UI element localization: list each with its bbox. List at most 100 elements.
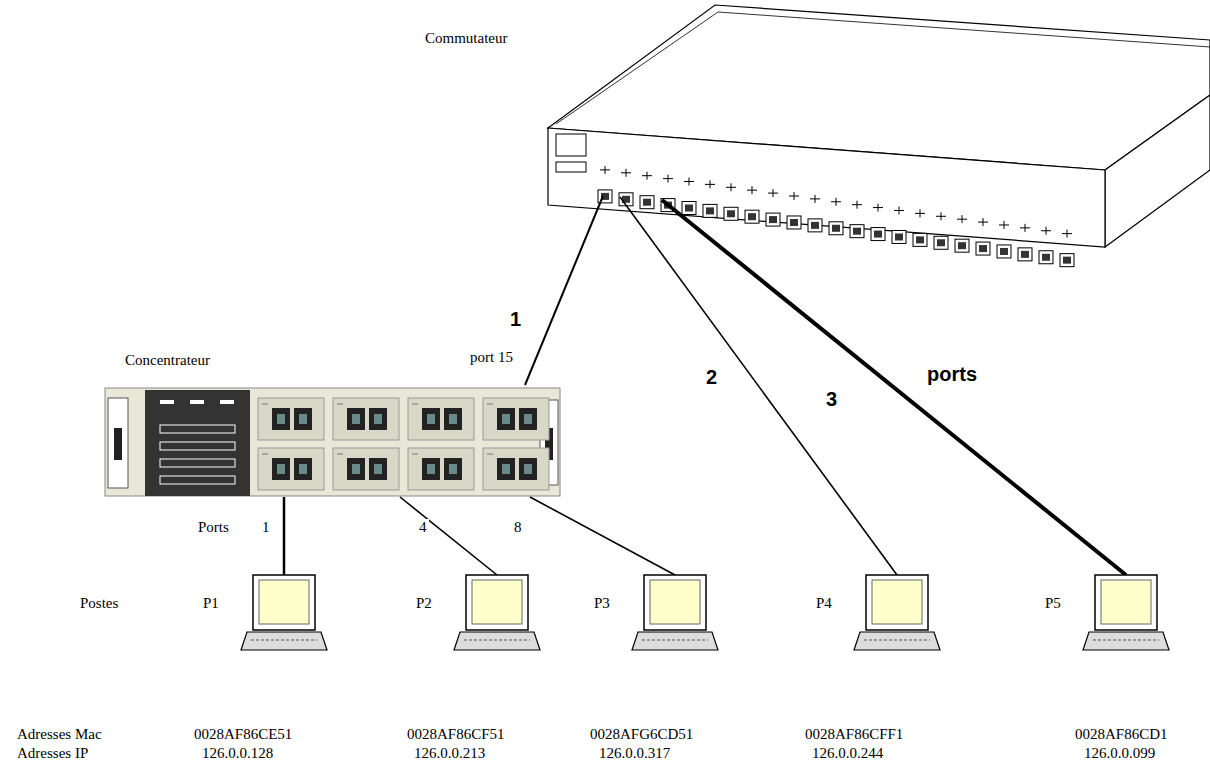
switch-port: [1042, 254, 1050, 261]
ip-address: 126.0.0.244: [810, 745, 885, 762]
mac-address: 0028AF86CFF1: [803, 726, 905, 743]
workstation: P1: [203, 570, 328, 655]
switch-port: [853, 228, 861, 235]
screen-frame: [253, 575, 315, 630]
hub-port: [333, 398, 399, 440]
hub-port: [294, 408, 312, 430]
switch-port: [937, 239, 945, 246]
hub-slot: [160, 459, 235, 467]
hub-port: [408, 398, 474, 440]
port-number: 1: [260, 519, 272, 536]
keyboard-keys: [1093, 640, 1159, 641]
hub-port: [262, 454, 268, 455]
hub-led: [160, 400, 174, 404]
hub-port: [444, 408, 462, 430]
switch-port: [1060, 254, 1074, 267]
hub-port: [374, 464, 382, 474]
switch-port: [748, 213, 756, 220]
hub-led: [190, 400, 204, 404]
workstation: P5: [1045, 570, 1170, 655]
switch-led: [794, 192, 795, 200]
hub-port: [422, 458, 440, 480]
screen: [472, 580, 522, 624]
mac-address: 0028AF86CE51: [192, 726, 294, 743]
hub-port: [487, 404, 493, 405]
hub-port: [449, 464, 457, 474]
computer-icon: [594, 570, 719, 655]
device-label: Commutateur: [425, 30, 508, 47]
keyboard-base: [454, 632, 540, 650]
ip-address: 126.0.0.099: [1082, 745, 1157, 762]
switch-led: [920, 209, 921, 217]
hub-device: Concentrateur: [105, 385, 565, 497]
network-cable: [530, 497, 675, 575]
hub-port: [483, 448, 549, 490]
ip-address: 126.0.0.128: [200, 745, 275, 762]
switch-led: [731, 183, 732, 191]
switch-port: [745, 210, 759, 223]
hub-port: [412, 404, 418, 405]
switch-badge: [556, 134, 586, 156]
workstation: P3: [594, 570, 719, 655]
switch-ports: [598, 166, 1074, 267]
switch-badge: [556, 162, 586, 172]
hub-slot: [160, 425, 235, 433]
mac-address: 0028AFG6CD51: [588, 726, 695, 743]
hub-port: [299, 414, 307, 424]
port-number: 1: [508, 308, 523, 331]
switch-led: [1025, 224, 1026, 232]
hub-port: [444, 458, 462, 480]
switch-led: [899, 206, 900, 214]
switch-device: Commutateur: [548, 128, 1105, 248]
switch-port: [979, 245, 987, 252]
hub-port: [347, 408, 365, 430]
hub-panel: [145, 390, 250, 496]
switch-port: [829, 222, 843, 235]
switch-port: [874, 231, 882, 238]
screen-frame: [866, 575, 928, 630]
hub-port: [337, 404, 343, 405]
hub-port: [502, 464, 510, 474]
hub-port: [524, 464, 532, 474]
ip-address: 126.0.0.213: [412, 745, 487, 762]
hub-led: [220, 400, 234, 404]
switch-port: [703, 204, 717, 217]
port-number: 3: [824, 388, 839, 411]
hub-port: [422, 408, 440, 430]
port-number: 2: [704, 366, 719, 389]
screen: [650, 580, 700, 624]
port-label: Ports: [196, 519, 231, 536]
hub-port: [497, 408, 515, 430]
hub-port: [294, 458, 312, 480]
hub-slot: [160, 476, 235, 484]
switch-port: [769, 216, 777, 223]
switch-port: [976, 242, 990, 255]
switch-led: [647, 172, 648, 180]
row-label: Adresses Mac: [15, 726, 104, 743]
hub-port: [258, 448, 324, 490]
hub-port: [449, 414, 457, 424]
station-name: P1: [203, 595, 219, 612]
network-cable: [662, 200, 1126, 575]
hub-port: [519, 408, 537, 430]
hub-slot: [160, 442, 235, 450]
keyboard-base: [854, 632, 940, 650]
computer-icon: [816, 570, 941, 655]
hub-port: [497, 458, 515, 480]
workstation: P4: [816, 570, 941, 655]
row-label: Postes: [78, 595, 120, 612]
workstation: P2: [416, 570, 541, 655]
switch-led: [878, 204, 879, 212]
network-cable: [283, 497, 286, 575]
hub-body: [105, 388, 560, 496]
hub-port: [483, 398, 549, 440]
switch-port: [871, 228, 885, 241]
hub-port: [352, 464, 360, 474]
switch-led: [689, 177, 690, 185]
hub-handle: [108, 398, 128, 488]
ip-address: 126.0.0.317: [597, 745, 672, 762]
switch-led: [962, 215, 963, 223]
mac-address: 0028AF86CF51: [405, 726, 507, 743]
